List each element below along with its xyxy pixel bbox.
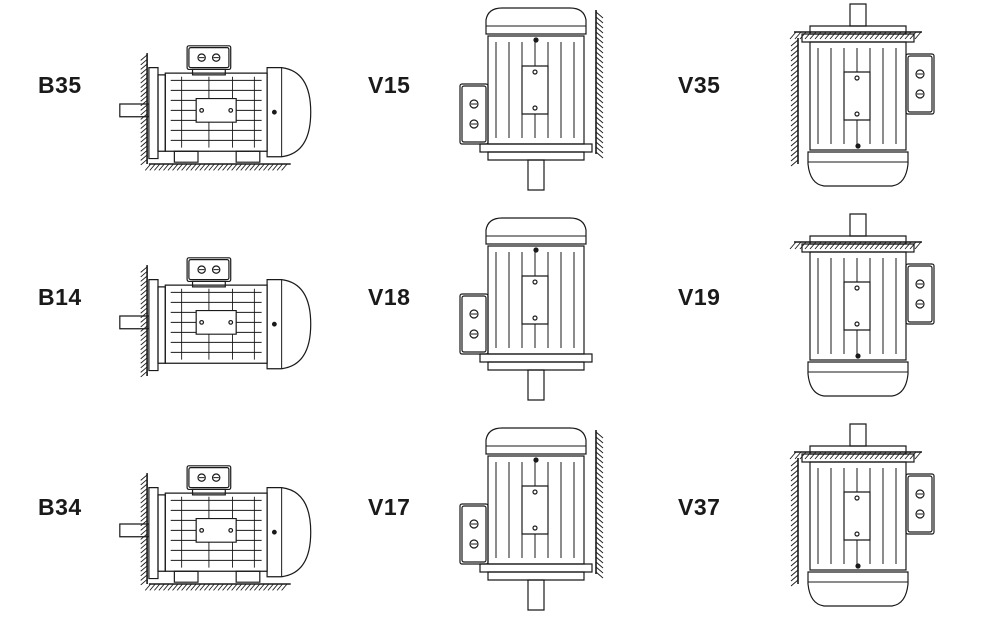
motor-v15-drawing <box>458 4 618 194</box>
mount-v35: V35 <box>670 0 990 200</box>
mount-label-v19: V19 <box>678 284 721 310</box>
motor-v17-drawing <box>458 424 618 614</box>
mount-label-v17: V17 <box>368 494 411 520</box>
mount-label-v37: V37 <box>678 494 721 520</box>
mount-v15: V15 <box>360 0 680 200</box>
motor-b34-drawing <box>118 444 318 604</box>
mount-label-b14: B14 <box>38 284 82 310</box>
mount-v37: V37 <box>670 420 990 620</box>
mount-b34: B34 <box>30 430 350 630</box>
motor-v35-drawing <box>780 4 940 194</box>
motor-v37-drawing <box>780 424 940 614</box>
mount-v19: V19 <box>670 210 990 410</box>
mount-label-b34: B34 <box>38 494 82 520</box>
mount-v17: V17 <box>360 420 680 620</box>
mount-b14: B14 <box>30 220 350 420</box>
mount-v18: V18 <box>360 210 680 410</box>
motor-b14-drawing <box>118 236 318 396</box>
motor-v19-drawing <box>780 214 940 404</box>
mount-label-b35: B35 <box>38 72 82 98</box>
motor-v18-drawing <box>458 214 618 404</box>
mount-b35: B35 <box>30 10 350 210</box>
mount-label-v18: V18 <box>368 284 411 310</box>
mount-label-v15: V15 <box>368 72 411 98</box>
motor-b35-drawing <box>118 24 318 184</box>
mount-label-v35: V35 <box>678 72 721 98</box>
